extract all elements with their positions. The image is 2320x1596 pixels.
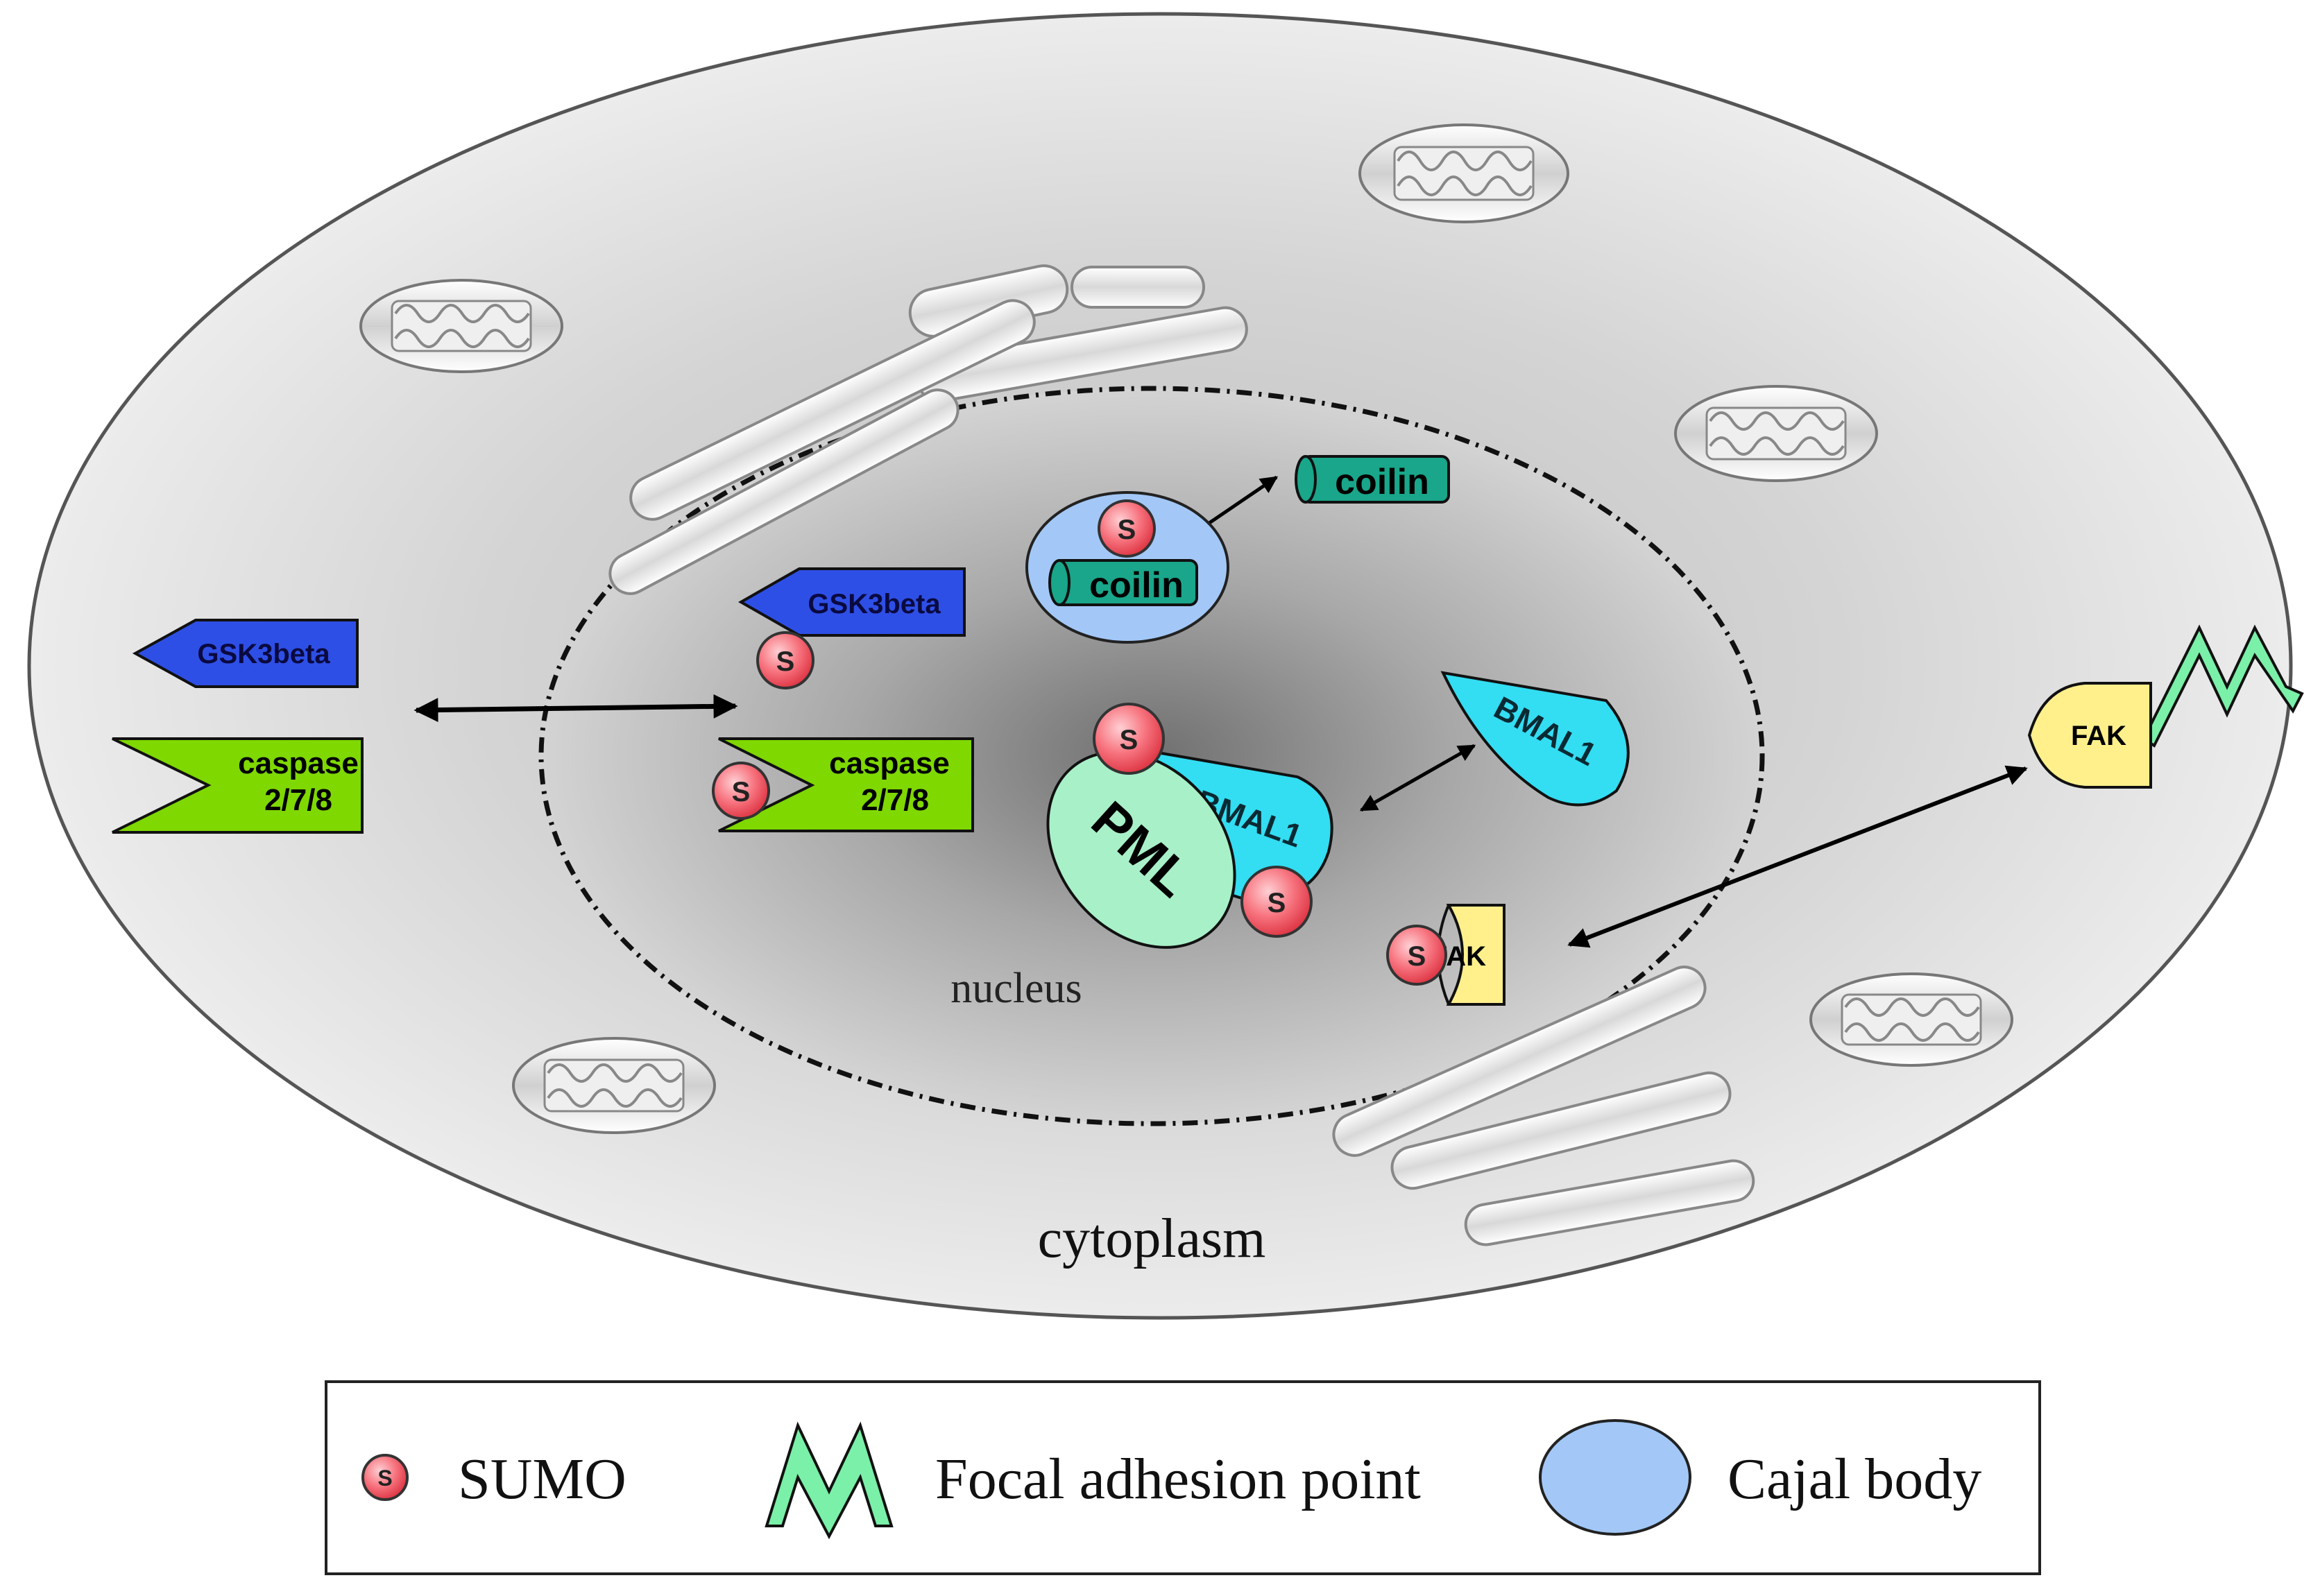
legend-sumo: S SUMO [361, 1447, 626, 1511]
legend-cajal-body-icon [1539, 1419, 1691, 1536]
mitochondrion-lower-right [1809, 972, 2013, 1067]
pml-body: PML [1046, 750, 1236, 949]
svg-text:S: S [732, 777, 751, 807]
svg-text:S: S [1118, 515, 1136, 545]
gsk3beta-cytoplasm: GSK3beta [132, 619, 359, 688]
sumo-on-fak: S [1386, 925, 1447, 986]
svg-text:S: S [377, 1466, 392, 1491]
sumo-on-gsk3beta: S [756, 631, 814, 689]
svg-text:2/7/8: 2/7/8 [264, 783, 332, 817]
pml-bmal1-complex: BMAL1 PML S S [1046, 703, 1333, 949]
arrow-fak [1567, 765, 2028, 948]
svg-text:GSK3beta: GSK3beta [197, 639, 330, 669]
svg-text:caspase: caspase [238, 746, 359, 780]
mitochondrion-right [1674, 385, 1878, 482]
sumo-on-pml: S [1093, 703, 1165, 775]
arrow-gsk-caspase-transport [413, 694, 738, 723]
svg-text:coilin: coilin [1089, 565, 1184, 606]
legend: S SUMO Focal adhesion point Cajal body [325, 1380, 2041, 1575]
sumo-on-bmal1: S [1240, 866, 1313, 938]
focal-adhesion-point [2142, 624, 2304, 748]
legend-focal-adhesion-label: Focal adhesion point [935, 1447, 1421, 1511]
mitochondrion-upper-left [359, 279, 563, 373]
legend-sumo-icon [361, 1454, 409, 1501]
caspase-nucleus: caspase 2/7/8 S [712, 737, 974, 832]
bmal1-free: BMAL1 [1440, 671, 1630, 807]
svg-text:S: S [1120, 725, 1138, 755]
coilin-free: coilin [1295, 455, 1450, 504]
sumo-on-coilin: S [1098, 499, 1156, 558]
cytoplasm-label: cytoplasm [1038, 1208, 1266, 1269]
golgi-top [608, 264, 1248, 595]
svg-text:S: S [1268, 888, 1286, 918]
svg-text:FAK: FAK [2071, 721, 2126, 751]
svg-text:coilin: coilin [1335, 462, 1429, 502]
sumo-on-caspase: S [712, 762, 770, 820]
nucleus-label: nucleus [950, 965, 1082, 1012]
legend-cajal-body-label: Cajal body [1728, 1447, 1981, 1511]
cajal-body-complex: coilin S [1025, 491, 1229, 644]
fak-focal-adhesion: FAK [2027, 624, 2304, 789]
svg-text:GSK3beta: GSK3beta [808, 589, 941, 619]
svg-text:S: S [1408, 941, 1426, 972]
legend-focal-adhesion-icon [765, 1421, 894, 1540]
legend-box [325, 1380, 2041, 1575]
mitochondrion-lower-left [512, 1037, 716, 1134]
fak-nucleus: FAK S [1386, 904, 1506, 1006]
caspase-cytoplasm: caspase 2/7/8 [112, 737, 364, 834]
legend-sumo-label: SUMO [458, 1447, 626, 1511]
coilin-inside: coilin [1048, 559, 1198, 606]
mitochondrion-top [1358, 123, 1569, 223]
gsk3beta-nucleus: GSK3beta S [737, 567, 966, 689]
legend-cajal-body: Cajal body [1539, 1419, 1981, 1536]
golgi-bottom [1332, 966, 1755, 1246]
svg-text:2/7/8: 2/7/8 [861, 783, 929, 817]
legend-focal-adhesion: Focal adhesion point [765, 1421, 1421, 1540]
arrow-bmal1 [1359, 744, 1476, 812]
svg-text:caspase: caspase [829, 746, 950, 780]
svg-text:S: S [776, 646, 795, 677]
